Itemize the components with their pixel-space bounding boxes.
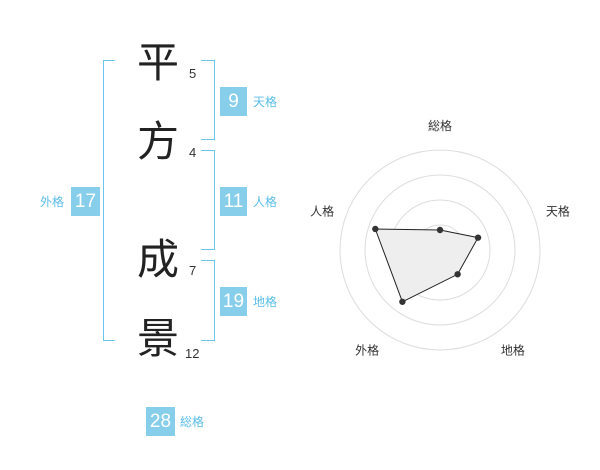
- radar-area: [374, 228, 479, 303]
- radar-axis-label: 外格: [355, 342, 379, 357]
- radar-ring: [339, 149, 541, 351]
- radar-axis-label: 総格: [428, 118, 452, 133]
- soukaku-label: 総格: [180, 415, 205, 429]
- stroke-count-2: 4: [189, 145, 197, 160]
- gaikaku-label: 外格: [40, 195, 65, 209]
- stroke-count-4: 12: [185, 346, 200, 361]
- stroke-count-3: 7: [189, 263, 197, 278]
- gaikaku-badge: 17: [71, 187, 100, 216]
- tenkaku-bracket: [201, 60, 215, 140]
- jinkaku-label: 人格: [253, 195, 278, 209]
- tenkaku-badge: 9: [220, 87, 247, 116]
- name-char-3: 成: [136, 235, 179, 284]
- radar-point: [436, 226, 444, 234]
- name-char-2: 方: [136, 117, 179, 166]
- soukaku-badge: 28: [146, 407, 175, 436]
- name-char-1: 平: [136, 38, 179, 87]
- stroke-count-1: 5: [189, 66, 197, 81]
- chikaku-badge: 19: [220, 287, 247, 316]
- gaikaku-bracket: [103, 60, 115, 341]
- radar-ring: [364, 174, 516, 326]
- radar-axis-label: 天格: [546, 204, 570, 219]
- jinkaku-badge: 11: [220, 187, 247, 216]
- chikaku-label: 地格: [253, 295, 278, 309]
- radar-points: [372, 225, 482, 305]
- radar-point: [399, 298, 406, 305]
- radar-axis-label: 人格: [310, 204, 334, 219]
- name-char-4: 景: [136, 314, 179, 363]
- tenkaku-label: 天格: [253, 95, 278, 109]
- radar-point: [474, 234, 482, 241]
- radar-point: [454, 271, 461, 278]
- radar-point: [372, 225, 379, 233]
- chikaku-bracket: [201, 260, 215, 341]
- jinkaku-bracket: [201, 150, 215, 250]
- radar-axis-label: 地格: [501, 342, 525, 357]
